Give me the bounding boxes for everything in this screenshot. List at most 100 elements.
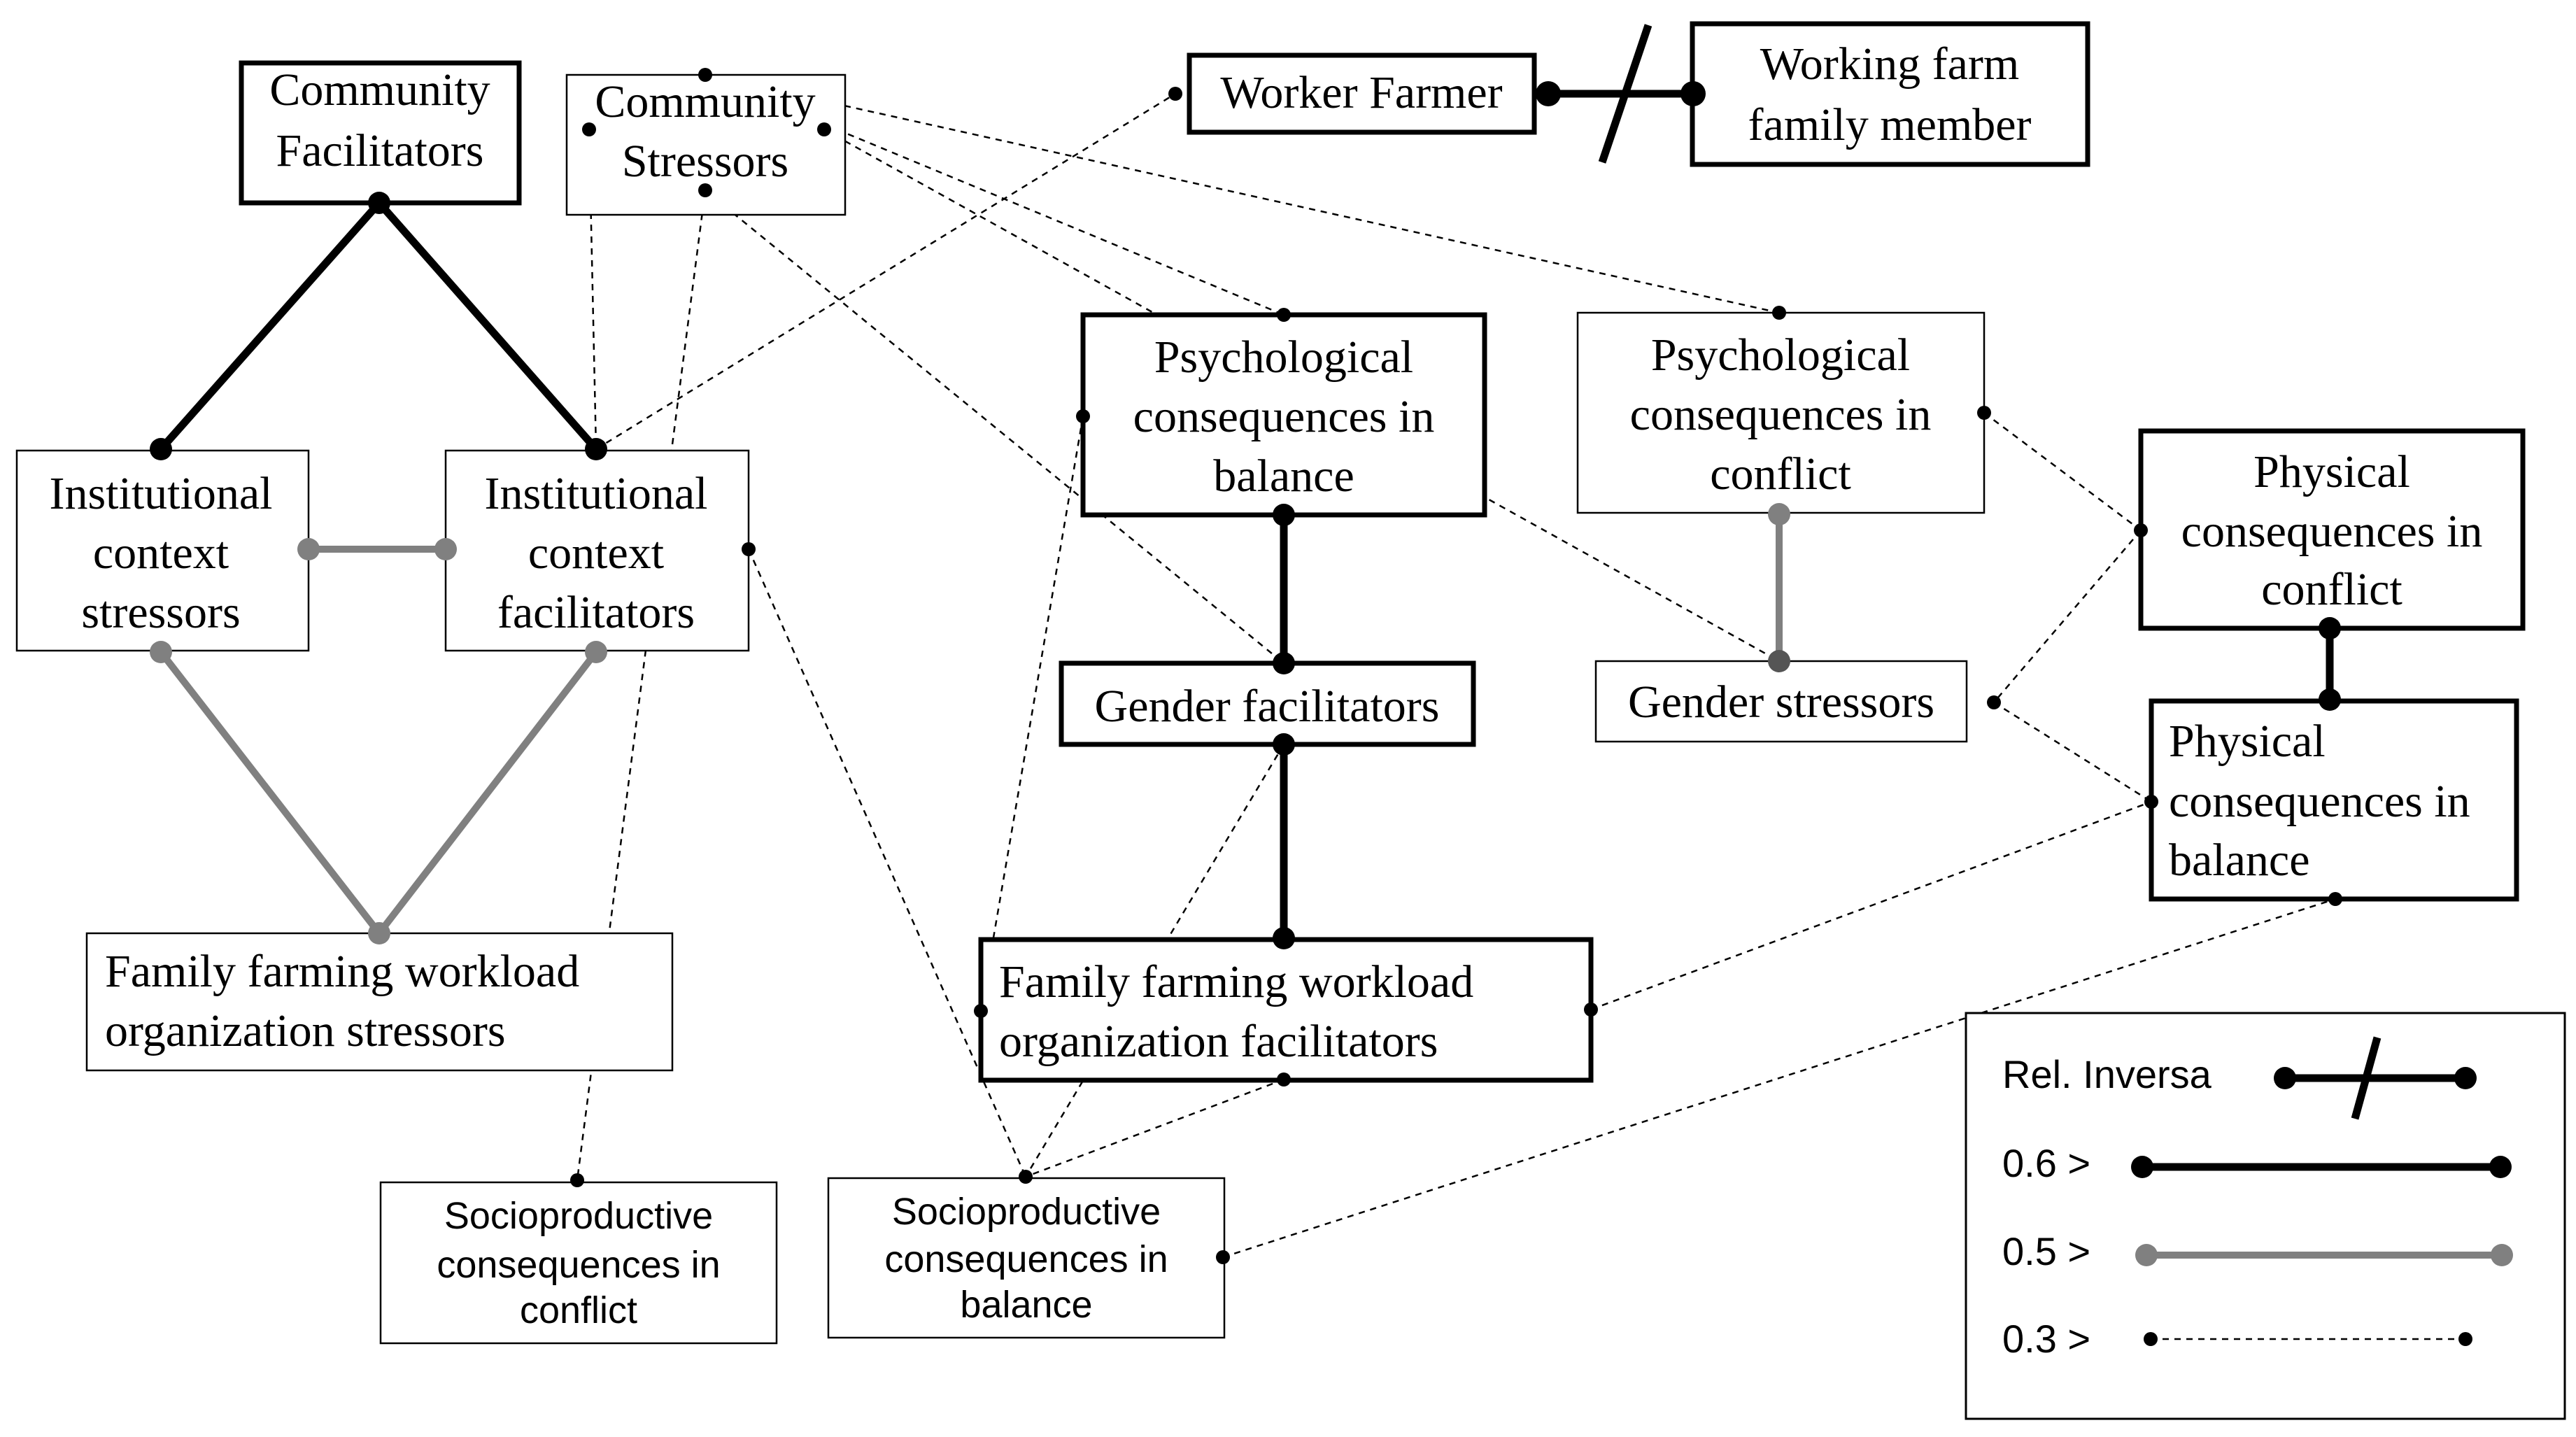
edge-gender-stressors-to-physical-balance — [1993, 701, 2152, 803]
node-socioproductive-consequences-conflict: Socioproductive consequences in conflict — [379, 1181, 778, 1345]
legend-swatch-weak — [2144, 1332, 2472, 1346]
node-gender-stressors: Gender stressors — [1594, 660, 1968, 743]
endpoint-dot — [434, 538, 457, 560]
node-label-line: context — [93, 528, 229, 579]
node-label-line: Psychological — [1651, 330, 1910, 381]
endpoint-dot — [1273, 733, 1295, 756]
endpoint-dot — [150, 438, 172, 460]
edge-socio-balance-to-physical-balance — [1222, 898, 2336, 1259]
node-label-line: Socioproductive — [444, 1195, 713, 1237]
edge-physical-conflict-to-gender-stressors — [1993, 530, 2142, 703]
endpoint-dot — [1277, 1073, 1291, 1086]
node-label-line: balance — [2169, 835, 2310, 886]
node-psych-consequences-conflict: Psychological consequences in conflict — [1576, 311, 1986, 514]
node-label-line: Psychological — [1154, 332, 1413, 383]
endpoint-dot — [582, 122, 596, 136]
edge-workload-facilitators-to-physical-balance — [1590, 800, 2152, 1011]
node-label-line: Family farming workload — [105, 946, 579, 997]
endpoint-dot — [1680, 81, 1706, 106]
endpoint-dot — [1536, 81, 1561, 106]
endpoint-dot — [297, 538, 320, 560]
legend-swatch-strong — [2131, 1156, 2512, 1178]
edge-community-stressors-to-gender-stressors — [823, 128, 1780, 663]
node-family-farming-workload-facilitators: Family farming workload organization fac… — [978, 937, 1594, 1083]
endpoint-dot — [1076, 409, 1090, 423]
node-socioproductive-consequences-balance: Socioproductive consequences in balance — [827, 1177, 1226, 1339]
node-label-line: conflict — [1710, 448, 1851, 500]
endpoint-dot — [2319, 688, 2341, 711]
endpoint-dot — [698, 183, 712, 197]
node-label-line: Physical — [2169, 716, 2326, 767]
endpoint-dot — [1216, 1250, 1230, 1264]
endpoint-dot — [1977, 406, 1991, 420]
node-label-line: balance — [1213, 451, 1354, 502]
endpoint-dot — [974, 1004, 988, 1018]
node-label-line: balance — [960, 1284, 1092, 1326]
endpoint-dot — [1273, 927, 1295, 949]
node-label-line: family member — [1748, 99, 2031, 150]
endpoint-dot — [1019, 1170, 1033, 1184]
node-label-line: Community — [595, 76, 815, 127]
node-gender-facilitators: Gender facilitators — [1059, 660, 1476, 747]
edge-institutional-facilitators-to-worker-farmer — [595, 92, 1176, 451]
edge-institutional-stressors-to-workload-stressors — [158, 649, 382, 936]
node-physical-consequences-conflict: Physical consequences in conflict — [2138, 428, 2526, 631]
endpoint-dot — [585, 641, 607, 663]
edge-inverse-worker-farmer-to-family-member — [1552, 24, 1694, 164]
node-label-line: Stressors — [622, 136, 788, 187]
endpoint-dot — [698, 68, 712, 82]
node-community-facilitators: Community Facilitators — [239, 60, 522, 206]
node-label-line: Physical — [2253, 446, 2410, 497]
legend: Rel. Inversa 0.6 > 0.5 > 0.3 > — [1965, 1012, 2566, 1420]
edge-community-facilitators-to-institutional-facilitators — [376, 200, 600, 452]
endpoint-dot — [585, 438, 607, 460]
edge-psych-conflict-to-physical-conflict — [1983, 412, 2142, 531]
node-label-line: conflict — [520, 1289, 637, 1331]
endpoint-dot — [1273, 504, 1295, 526]
node-working-farm-family-member: Working farm family member — [1690, 21, 2090, 167]
endpoint-dot — [1768, 650, 1790, 672]
node-label-line: Gender facilitators — [1095, 681, 1440, 732]
edge-psych-balance-to-socio-balance — [979, 416, 1084, 1012]
endpoint-dot — [2319, 617, 2341, 639]
node-physical-consequences-balance: Physical consequences in balance — [2149, 698, 2519, 902]
legend-label-medium: 0.5 > — [2002, 1229, 2090, 1273]
node-label-line: organization facilitators — [999, 1016, 1438, 1067]
endpoint-dot — [1768, 503, 1790, 525]
edge-institutional-facilitators-to-workload-stressors — [376, 649, 599, 936]
node-label-line: organization stressors — [105, 1005, 506, 1056]
endpoint-dot — [1168, 87, 1182, 101]
endpoint-dot — [2328, 892, 2342, 906]
node-label-line: facilitators — [497, 587, 695, 638]
endpoint-dot — [1584, 1003, 1598, 1017]
endpoint-dot — [2144, 795, 2158, 809]
legend-swatch-inverse — [2274, 1036, 2477, 1120]
edge-community-stressors-to-psych-conflict — [705, 73, 1780, 314]
node-label-line: consequences in — [1630, 389, 1932, 440]
endpoint-dot — [368, 922, 390, 944]
legend-label-inverse: Rel. Inversa — [2002, 1052, 2212, 1096]
node-psych-consequences-balance: Psychological consequences in balance — [1080, 312, 1487, 518]
node-label-line: Institutional — [50, 468, 273, 519]
edge-community-stressors-to-gender-facilitators — [705, 190, 1285, 664]
node-institutional-context-stressors: Institutional context stressors — [15, 449, 310, 652]
node-label-line: Socioproductive — [892, 1191, 1161, 1233]
node-label-line: consequences in — [2169, 776, 2470, 827]
edge-workload-facilitators-to-socio-balance — [1025, 1078, 1285, 1178]
node-label-line: Worker Farmer — [1220, 67, 1502, 118]
node-label-line: consequences in — [1133, 391, 1435, 442]
node-label-line: Community — [269, 64, 490, 115]
endpoint-dot — [1273, 652, 1295, 674]
node-label-line: stressors — [81, 587, 240, 638]
node-label-line: Facilitators — [276, 125, 484, 176]
legend-label-strong: 0.6 > — [2002, 1141, 2090, 1185]
endpoint-dot — [1277, 308, 1291, 322]
nodes-layer: Community Facilitators Community Stresso… — [15, 21, 2526, 1345]
endpoint-dot — [1987, 695, 2001, 709]
node-label-line: consequences in — [2181, 506, 2483, 557]
endpoint-dot — [1772, 306, 1786, 320]
node-label-line: Family farming workload — [999, 956, 1473, 1007]
node-worker-farmer: Worker Farmer — [1187, 52, 1537, 135]
endpoint-dot — [368, 192, 390, 214]
